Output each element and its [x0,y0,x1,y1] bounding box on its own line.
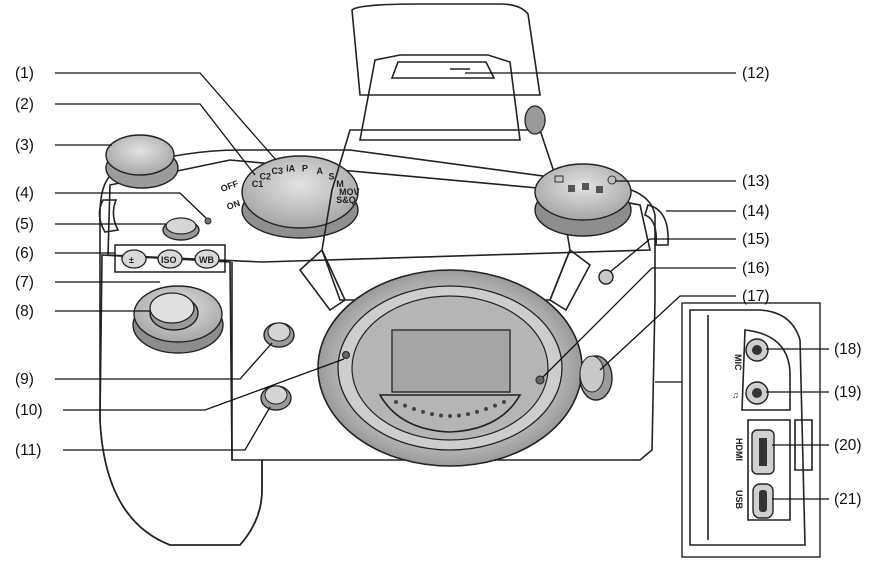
lens-mount-mark [535,375,545,385]
callout-label-5: (5) [15,216,34,233]
lens-lock-pin [342,351,350,359]
callout-label-4: (4) [15,185,34,202]
lens-mount [317,269,583,467]
callout-label-2: (2) [15,96,34,113]
af-assist-lamp [598,269,614,285]
rear-dial[interactable] [105,134,179,189]
callout-label-18: (18) [834,341,862,358]
strap-lug-right [644,204,669,246]
hdmi-label: HDMI [734,438,744,461]
callout-label-12: (12) [742,65,770,82]
mount-contact [466,412,470,417]
function-buttons: ± ISO WB [114,244,226,273]
exposure-comp-label: ± [129,255,134,265]
callout-label-21: (21) [834,491,862,508]
callout-label-7: (7) [15,274,34,291]
mount-contact [484,407,488,411]
mic-jack[interactable] [745,338,769,362]
mount-contact [421,409,425,414]
callout-label-3: (3) [15,137,34,154]
mount-contact [394,400,398,404]
callout-label-15: (15) [742,231,770,248]
callout-layer: (1) (2) (3) (4) (5) (6) (7) (8) (9) (10) (11) (12) (… [15,65,862,508]
fn-button-lower[interactable] [260,385,292,411]
mount-contact [493,403,497,408]
video-rec-button[interactable] [162,217,200,241]
callout-label-13: (13) [742,173,770,190]
callout-label-10: (10) [15,402,43,419]
self-timer-icon [607,175,617,185]
headphone-jack[interactable] [745,381,769,405]
strap-lug-left [98,199,120,233]
power-off-label: OFF [219,178,240,194]
callout-label-14: (14) [742,203,770,220]
mode-dial-label: M [336,179,344,189]
power-on-label: ON [225,198,241,212]
leader-line-11 [63,406,271,451]
mode-dial-label: iA [286,163,296,173]
mount-contact [430,412,434,417]
mount-contact [502,400,506,404]
leader-line-16 [542,267,736,378]
wb-label: WB [199,255,214,265]
mode-dial-label: C2 [260,172,272,182]
mount-contact [475,409,479,414]
status-lamp [204,217,212,225]
exposure-comp-button[interactable]: ± [121,249,147,269]
leader-line-4 [55,192,207,219]
mode-dial-label: C1 [252,179,264,189]
callout-label-1: (1) [15,65,34,82]
mic-label: MIC [733,354,743,371]
leader-line-15 [609,238,736,273]
iso-button[interactable]: ISO [157,249,183,269]
shutter-button[interactable] [149,292,199,331]
callout-label-9: (9) [15,371,34,388]
callout-label-20: (20) [834,437,862,454]
callout-label-6: (6) [15,245,34,262]
mode-dial-label: S [328,172,334,182]
mount-contact [412,407,416,411]
mode-dial-label: S&Q [336,195,356,205]
image-sensor [391,329,511,393]
drive-dial[interactable] [534,163,632,237]
usb-label: USB [734,490,744,510]
terminal-panel: MIC ♫ HDMI USB [681,302,821,558]
fn-button-upper[interactable] [263,322,295,348]
mode-dial-label: MOV [339,187,360,197]
mount-contact [403,403,407,408]
hdmi-port[interactable] [751,429,775,475]
leader-line-17 [599,295,736,371]
callout-label-8: (8) [15,303,34,320]
wb-button[interactable]: WB [194,249,220,269]
leader-line-1 [55,72,277,161]
callout-label-17: (17) [742,288,770,305]
callout-label-19: (19) [834,384,862,401]
iso-label: ISO [161,255,177,265]
leader-line-10 [63,358,345,411]
mode-dial-label: C3 [272,166,284,176]
usb-port[interactable] [752,483,774,519]
callout-label-16: (16) [742,260,770,277]
headphone-label: ♫ [732,390,739,400]
callout-label-11: (11) [15,442,41,459]
mode-dial-label: P [302,163,308,173]
mount-contact [439,413,443,418]
viewfinder-housing [298,3,592,312]
leader-line-2 [55,103,256,176]
mode-dial-label: A [317,166,324,176]
leader-line-9 [55,342,273,380]
mount-contact [457,413,461,418]
mount-contact [448,414,452,418]
single-shot-icon [554,175,564,183]
